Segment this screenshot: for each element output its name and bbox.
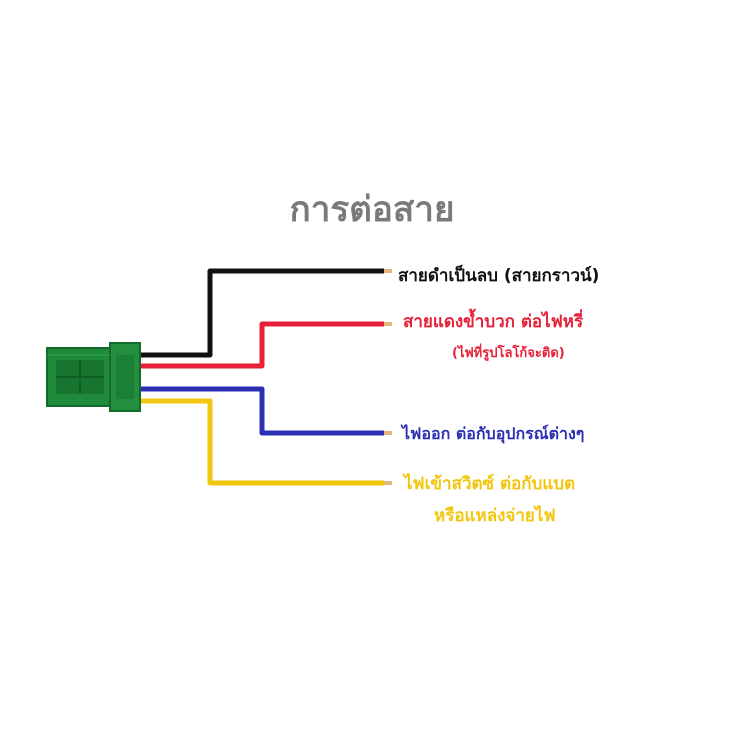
wire-tips: [384, 269, 392, 485]
yellow-wire: [140, 398, 384, 486]
black-wire: [140, 268, 384, 358]
red-wire-note: (ไฟที่รูปโลโก้จะติด): [452, 346, 565, 361]
yellow-wire-label: ไฟเข้าสวิตซ์ ต่อกับแบต: [404, 474, 576, 494]
blue-wire: [140, 386, 384, 436]
red-wire-label: สายแดงข้ำบวก ต่อไฟหรี่: [403, 312, 584, 332]
green-connector: [46, 342, 141, 412]
black-wire-label: สายดำเป็นลบ (สายกราวน์): [398, 266, 600, 286]
red-wire: [140, 321, 384, 369]
diagram-title: การต่อสาย: [289, 190, 455, 230]
yellow-wire-note: หรือแหล่งจ่ายไฟ: [434, 506, 556, 526]
blue-wire-label: ไฟออก ต่อกับอุปกรณ์ต่างๆ: [402, 424, 585, 443]
